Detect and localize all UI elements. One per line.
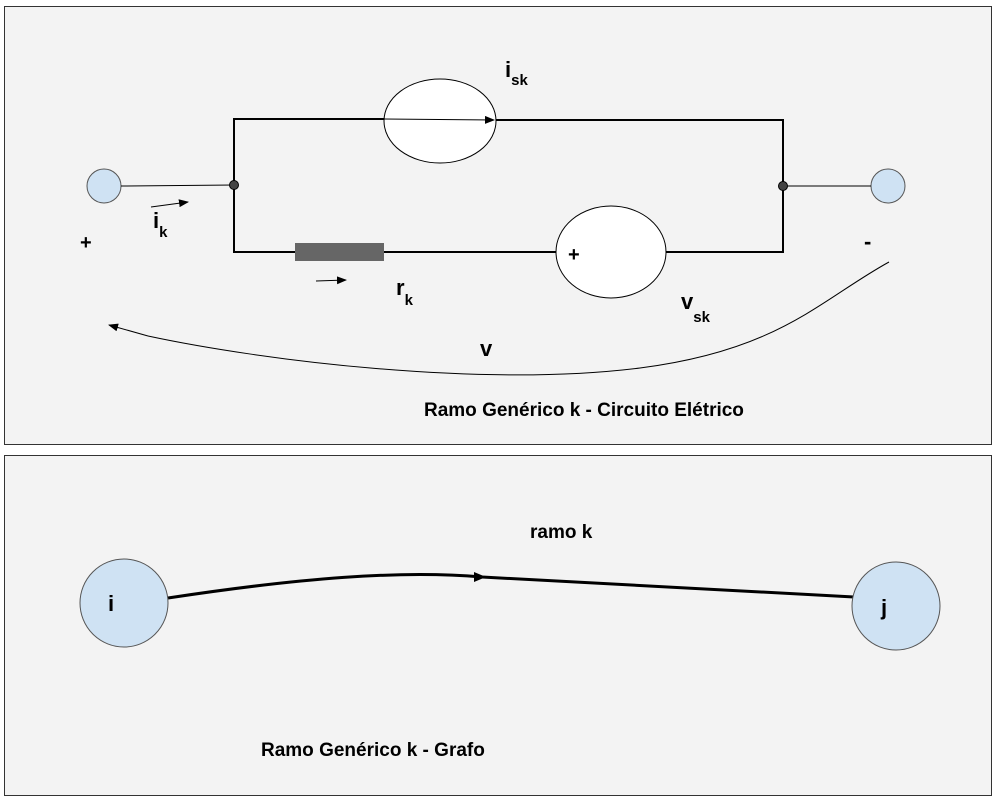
right-terminal: [870, 168, 906, 204]
graph-caption: Ramo Genérico k - Grafo: [261, 740, 485, 761]
current-source-arrow: [383, 115, 495, 124]
node-i-label: i: [108, 591, 114, 616]
current-source-label: isk: [505, 57, 528, 89]
node-i: [79, 558, 169, 648]
resistor-label: rk: [396, 275, 414, 309]
graph-edge-arrow: [474, 572, 486, 582]
voltage-source: [555, 205, 667, 299]
voltage-label: v: [480, 336, 493, 361]
voltage-arc: [147, 261, 890, 376]
voltage-source-plus: +: [568, 244, 580, 266]
graph-edge: [167, 573, 855, 600]
node-j-label: j: [880, 595, 887, 620]
graph-panel: [4, 455, 992, 796]
resistor-current-arrow: [315, 276, 347, 285]
node-j: [851, 561, 941, 651]
edge-label: ramo k: [530, 522, 593, 543]
resistor: [295, 243, 384, 261]
top-wire-right: [496, 119, 784, 186]
bottom-wire-left: [233, 185, 295, 253]
circuit-diagram: isk ik rk vsk + + - v Ramo Genérico k - …: [80, 57, 906, 421]
current-source: [383, 78, 497, 164]
left-terminal: [86, 168, 122, 204]
left-lead: [120, 184, 235, 187]
graph-diagram: i j ramo k Ramo Genérico k - Grafo: [79, 522, 941, 761]
left-junction: [229, 180, 239, 190]
circuit-panel: [4, 6, 992, 445]
terminal-plus-sign: +: [80, 232, 92, 254]
circuit-caption: Ramo Genérico k - Circuito Elétrico: [424, 400, 744, 421]
voltage-source-label: vsk: [681, 289, 711, 326]
right-junction: [778, 181, 788, 191]
bottom-wire-right: [666, 186, 784, 253]
voltage-arc-arrow: [108, 323, 149, 337]
branch-current-label: ik: [153, 208, 168, 241]
terminal-minus-sign: -: [864, 229, 871, 254]
top-wire-left: [233, 118, 384, 185]
branch-current-arrow: [150, 199, 189, 208]
